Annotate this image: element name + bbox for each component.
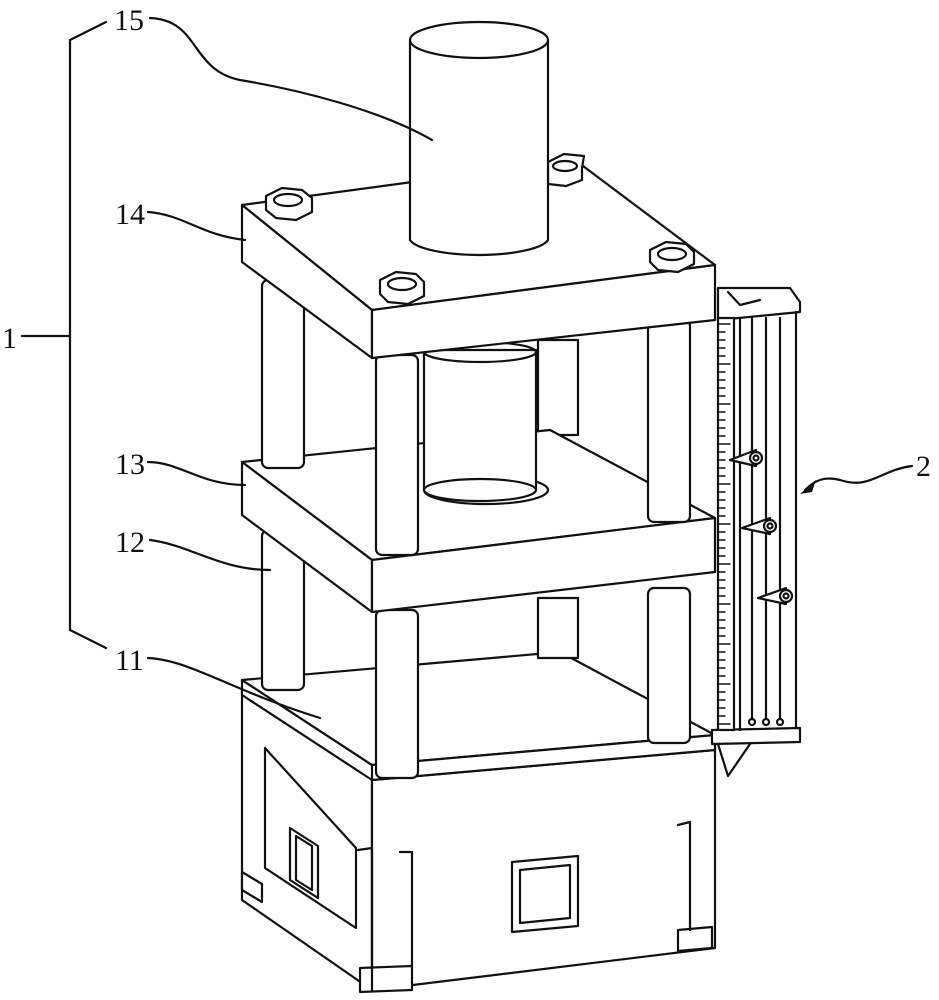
label-11: 11 [115,644,144,677]
guide-columns-upper [260,278,692,557]
base-plate [240,650,717,782]
label-1: 1 [2,322,17,355]
ruler-ticks [717,323,731,725]
hydraulic-cylinder [408,20,550,257]
nut-rear-left [264,186,314,222]
front-window [510,854,580,934]
label-15: 15 [114,4,144,37]
label-14: 14 [115,198,145,231]
labels: 15 14 13 12 11 1 2 [2,4,931,677]
pointer-2 [740,516,778,536]
nut-front-left [378,270,426,306]
guide-columns-lower [260,528,692,780]
top-plate [240,158,717,360]
nuts [264,152,696,306]
leader-lines [20,16,914,720]
scale-device [710,286,802,778]
label-2: 2 [916,450,931,483]
nut-rear-right [546,152,586,188]
pointer-3 [756,586,794,606]
nut-front-right [648,240,696,274]
rear-columns [536,338,580,660]
label-13: 13 [115,448,145,481]
piston-rod [422,340,550,506]
label-12: 12 [115,526,145,559]
pointer-1 [728,448,764,468]
